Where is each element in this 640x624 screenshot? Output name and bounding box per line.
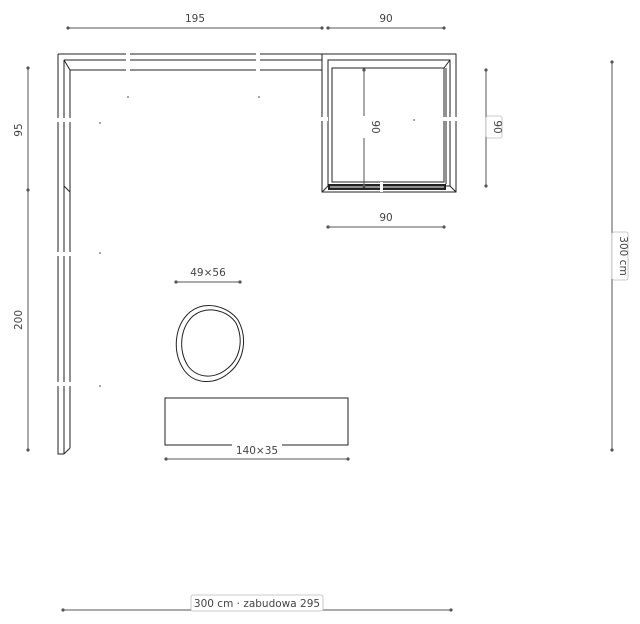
dim-box-inner-width: 90 xyxy=(326,212,446,229)
dim-top-left: 195 xyxy=(66,13,324,30)
dim-top-right-label: 90 xyxy=(379,13,392,25)
dim-total-height: 300 cm xyxy=(610,60,629,452)
l-shaped-wall-unit xyxy=(56,52,323,455)
dim-left-lower-label: 200 xyxy=(13,310,25,330)
dim-total-width-label: 300 cm · zabudowa 295 xyxy=(194,598,320,610)
ref-dot xyxy=(99,252,101,254)
ref-dot xyxy=(413,119,415,121)
dim-top-right: 90 xyxy=(326,13,446,30)
ref-dot xyxy=(99,385,101,387)
dim-box-inner-width-label: 90 xyxy=(379,212,392,224)
dim-top-left-label: 195 xyxy=(185,13,205,25)
ref-dot xyxy=(258,96,260,98)
dim-box-inner-height-label: 90 xyxy=(369,120,381,133)
dim-left-lower: 200 xyxy=(13,190,30,452)
bench-size-label: 140×35 xyxy=(236,445,278,457)
dim-left-upper-label: 95 xyxy=(13,123,25,136)
dim-total-height-label: 300 cm xyxy=(617,236,629,275)
dim-total-width: 300 cm · zabudowa 295 xyxy=(61,594,453,612)
dim-box-inner-height: 90 xyxy=(358,68,381,188)
bench: 140×35 xyxy=(164,397,350,461)
corner-cabinet xyxy=(320,53,460,193)
pouf: 49×56 xyxy=(174,267,245,382)
dim-left-upper: 95 xyxy=(13,66,30,192)
ref-dot xyxy=(99,122,101,124)
pouf-size-label: 49×56 xyxy=(190,267,226,279)
dim-box-outer-height: 90 xyxy=(484,68,503,188)
ref-dot xyxy=(127,96,129,98)
dim-box-outer-height-label: 90 xyxy=(491,120,503,133)
